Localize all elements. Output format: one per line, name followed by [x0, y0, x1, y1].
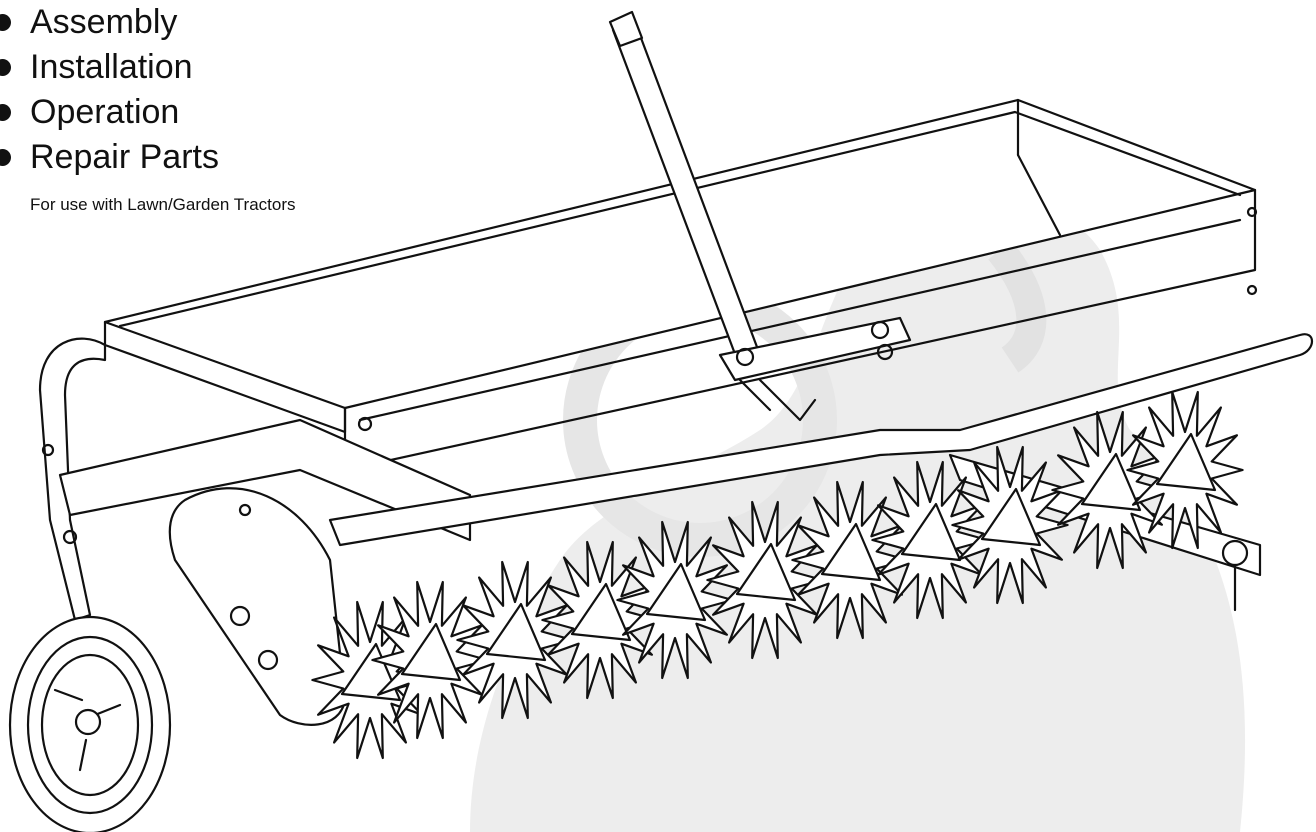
transport-wheel — [8, 615, 172, 832]
feature-list: Assembly Installation Operation Repair P… — [0, 0, 219, 180]
lever-arm — [608, 10, 912, 422]
spike-hub — [645, 562, 707, 622]
spike-hub — [400, 622, 462, 682]
spike-hub — [980, 487, 1042, 547]
feature-item: Assembly — [0, 0, 219, 45]
feature-item: Repair Parts — [0, 135, 219, 180]
spike-hub — [820, 522, 882, 582]
spike-wheels — [311, 390, 1244, 760]
spike-hub — [735, 542, 797, 602]
spike-hub — [1155, 432, 1217, 492]
gear-housing — [168, 487, 347, 726]
spike-hub — [570, 582, 632, 642]
weight-tray — [103, 98, 1258, 472]
feature-item: Installation — [0, 45, 219, 90]
spike-hub — [485, 602, 547, 662]
spike-hub — [1080, 452, 1142, 512]
usage-note: For use with Lawn/Garden Tractors — [30, 195, 296, 214]
spike-hub — [900, 502, 962, 562]
feature-item: Operation — [0, 90, 219, 135]
